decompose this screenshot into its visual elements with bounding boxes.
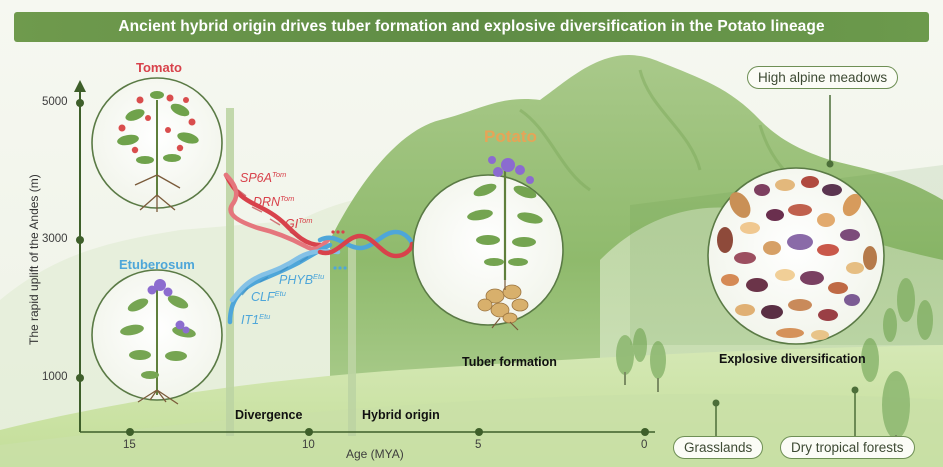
x-tick-15: 15 bbox=[123, 439, 136, 451]
tomato-plant-illustration bbox=[117, 91, 199, 212]
potato-label: Potato bbox=[484, 127, 537, 146]
gene-phyb: PHYBEtu bbox=[279, 272, 325, 288]
tuber-variety-illustration bbox=[717, 176, 877, 340]
x-tick-5: 5 bbox=[475, 439, 482, 451]
diversification-circle bbox=[707, 167, 885, 345]
explosive-diversification-label: Explosive diversification bbox=[719, 352, 866, 366]
y-tick-1000: 1000 bbox=[42, 371, 68, 383]
gene-sp6a: SP6ATom bbox=[240, 170, 287, 186]
gene-it1: IT1Etu bbox=[241, 312, 271, 328]
tomato-label: Tomato bbox=[136, 60, 182, 75]
potato-plant-illustration bbox=[467, 156, 543, 331]
hybrid-origin-label: Hybrid origin bbox=[362, 408, 440, 422]
grasslands-tag: Grasslands bbox=[673, 436, 764, 459]
gene-clf: CLFEtu bbox=[251, 289, 286, 305]
gene-gi: GITom bbox=[285, 216, 313, 232]
etuberosum-plant-illustration bbox=[120, 279, 196, 405]
tuber-formation-label: Tuber formation bbox=[462, 355, 557, 369]
y-tick-5000: 5000 bbox=[42, 96, 68, 108]
y-axis-label: The rapid uplift of the Andes (m) bbox=[27, 174, 41, 345]
x-tick-0: 0 bbox=[641, 439, 648, 451]
high-alpine-meadows-tag: High alpine meadows bbox=[747, 66, 899, 89]
y-tick-3000: 3000 bbox=[42, 233, 68, 245]
figure-title: Ancient hybrid origin drives tuber forma… bbox=[14, 12, 929, 42]
etuberosum-label: Etuberosum bbox=[119, 257, 195, 272]
x-axis-label: Age (MYA) bbox=[346, 447, 404, 461]
divergence-label: Divergence bbox=[235, 408, 303, 422]
dry-tropical-forests-tag: Dry tropical forests bbox=[780, 436, 915, 459]
x-tick-10: 10 bbox=[302, 439, 315, 451]
gene-drn: DRNTom bbox=[253, 194, 295, 210]
